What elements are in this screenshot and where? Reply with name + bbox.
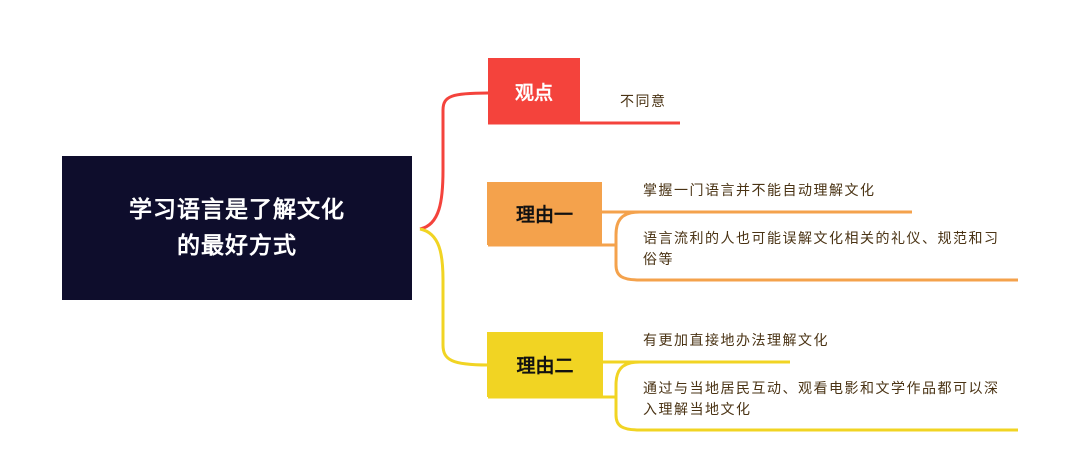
central-topic[interactable]: 学习语言是了解文化 的最好方式 xyxy=(62,156,412,300)
branch-reason-one[interactable]: 理由一 xyxy=(487,182,602,245)
branch-reason-two[interactable]: 理由二 xyxy=(487,332,603,397)
central-topic-line2: 的最好方式 xyxy=(177,233,297,259)
central-topic-line1: 学习语言是了解文化 xyxy=(129,197,345,223)
branch-label: 观点 xyxy=(514,81,553,104)
viewpoint-detail[interactable]: 不同意 xyxy=(620,94,667,110)
branch-label: 理由二 xyxy=(516,355,574,377)
reason-one-detail-2[interactable]: 语言流利的人也可能误解文化相关的礼仪、规范和习俗等 xyxy=(643,231,1000,268)
branch-label: 理由一 xyxy=(515,204,573,226)
reason-one-detail-1[interactable]: 掌握一门语言并不能自动理解文化 xyxy=(643,183,876,199)
reason-two-detail-1[interactable]: 有更加直接地办法理解文化 xyxy=(643,333,829,349)
reason-two-detail-2[interactable]: 通过与当地居民互动、观看电影和文学作品都可以深入理解当地文化 xyxy=(643,381,1000,418)
branch-viewpoint[interactable]: 观点 xyxy=(488,58,580,124)
